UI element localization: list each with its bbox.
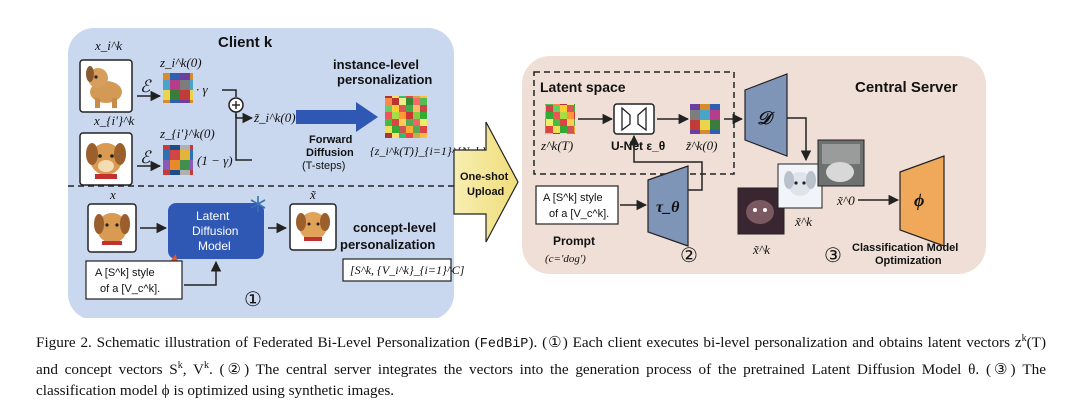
encoder-symbol-1: ℰ (140, 77, 152, 96)
synthetic-image-cartoon (777, 163, 823, 209)
latent-z-i-mosaic (163, 73, 193, 103)
server-zT-label: z^k(T) (540, 138, 573, 153)
x-k-tilde-label-1: x̃^k (752, 242, 770, 257)
dog-image-x-i (79, 59, 133, 113)
synthetic-image-photo (817, 139, 865, 187)
classifier-phi-block (899, 155, 945, 247)
x0-tilde-label: x̃^0 (836, 193, 855, 208)
instance-title-line2: personalization (337, 72, 432, 87)
phi-label: ϕ (914, 190, 924, 210)
latent-diffusion-model-box (168, 203, 264, 259)
one-shot-upload-arrow[interactable] (453, 121, 519, 243)
concept-set-box (342, 258, 452, 282)
z-ip0-label: z_{i'}^k(0) (159, 126, 215, 141)
x-i-label: x_i^k (94, 38, 122, 53)
z-tilde-label: z̃_i^k(0) (253, 110, 296, 125)
snowflake-icon (250, 196, 266, 212)
dog-image-x-i-prime (79, 132, 133, 186)
latent-space-title: Latent space (540, 79, 626, 95)
instance-title-line1: instance-level (333, 57, 419, 72)
client-prompt-line1: A [S^k] style (95, 267, 155, 279)
one-minus-gamma-label: (1 − γ) (197, 153, 233, 168)
decoder-symbol: 𝒟 (757, 108, 775, 128)
fedbip-figure: Client k x_i^k x_{i'}^k ℰ ℰ z_i^k(0) z_{… (68, 28, 986, 318)
figure-caption: Figure 2. Schematic illustration of Fede… (36, 333, 1047, 400)
server-z0-mosaic (690, 104, 720, 134)
client-prompt-line2: of a [V_c^k]. (100, 283, 160, 295)
server-prompt-box (535, 185, 619, 225)
latent-z-ip-mosaic (163, 145, 193, 175)
client-prompt-box (85, 260, 183, 300)
ldm-line1: Latent (196, 209, 230, 223)
text-encoder-tau-block (647, 165, 689, 247)
upload-line2: Upload (467, 186, 504, 198)
server-prompt-line2: of a [V_c^k]. (549, 208, 609, 220)
dog-image-x (87, 203, 137, 253)
x-tilde-label: x̃ (309, 187, 317, 202)
server-title: Central Server (855, 79, 958, 96)
ldm-line3: Model (198, 239, 231, 253)
server-zT-mosaic (545, 104, 575, 134)
encoder-symbol-2: ℰ (140, 148, 152, 167)
forward-diffusion-line1: Forward (309, 134, 352, 146)
dog-image-x-tilde (289, 203, 337, 251)
client-title: Client k (218, 34, 273, 51)
prompt-c-label: (c='dog') (545, 253, 586, 265)
upload-line1: One-shot (460, 171, 509, 183)
step3-marker: ③ (824, 245, 842, 267)
forward-diffusion-line2: Diffusion (306, 147, 354, 159)
step2-marker: ② (680, 245, 698, 267)
x-k-tilde-label-2: x̃^k (794, 214, 812, 229)
step1-marker: ① (244, 289, 262, 311)
concept-title-line2: personalization (340, 237, 435, 252)
server-prompt-line1: A [S^k] style (543, 192, 603, 204)
ldm-line2: Diffusion (192, 224, 238, 238)
tau-label: τ_θ (656, 199, 680, 216)
noisy-latent-mosaic (385, 96, 427, 138)
z-i0-label: z_i^k(0) (159, 55, 202, 70)
forward-diffusion-arrow (296, 102, 378, 132)
classification-line1: Classification Model (852, 242, 958, 254)
forward-diffusion-line3: (T-steps) (302, 160, 345, 172)
decoder-block (744, 73, 788, 157)
server-z0-label: z̃^k(0) (685, 138, 717, 153)
concept-set-label: [S^k, {V_i^k}_{i=1}^C] (350, 263, 465, 277)
concept-title-line1: concept-level (353, 220, 436, 235)
gamma-label: · γ (196, 82, 209, 97)
classification-line2: Optimization (875, 255, 942, 267)
synthetic-image-dark (737, 187, 785, 235)
prompt-label: Prompt (553, 234, 595, 248)
x-i-prime-label: x_{i'}^k (93, 113, 135, 128)
x-label: x (109, 187, 116, 202)
unet-icon (613, 103, 655, 135)
unet-label: U-Net ε_θ (611, 139, 665, 153)
